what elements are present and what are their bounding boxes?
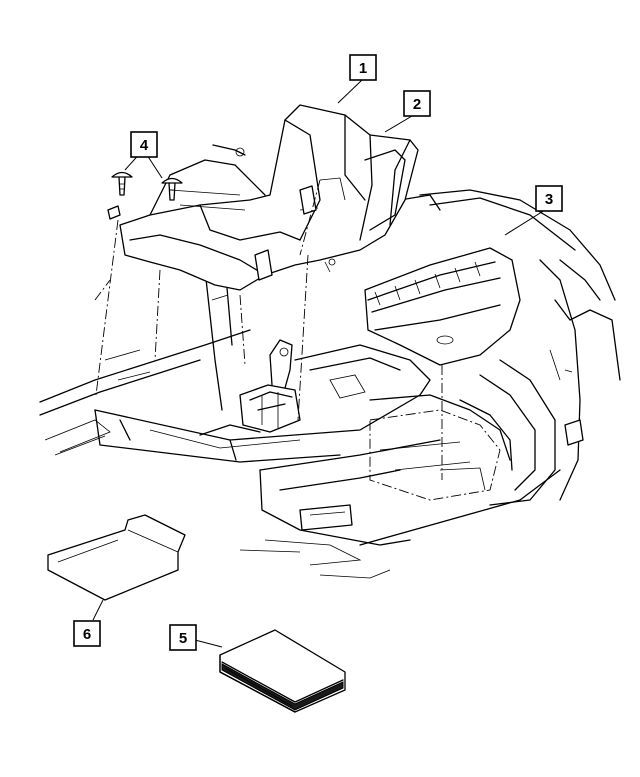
callout-3-label: 3 <box>545 191 553 208</box>
callout-4-label: 4 <box>140 137 149 154</box>
cargo-carpet <box>364 247 521 366</box>
callout-3: 3 <box>535 185 563 212</box>
push-pin-fasteners <box>107 171 183 220</box>
callout-2-label: 2 <box>413 96 421 113</box>
callout-6-label: 6 <box>83 626 91 643</box>
dash-dot-leaders <box>94 179 443 480</box>
callout-4: 4 <box>130 131 158 158</box>
callout-leaders <box>92 79 546 648</box>
push-pin-2 <box>161 177 183 201</box>
callout-1-label: 1 <box>359 60 367 77</box>
push-pin-1 <box>111 171 133 196</box>
callout-5: 5 <box>169 624 197 651</box>
callout-1: 1 <box>349 54 377 81</box>
callout-5-label: 5 <box>179 630 187 647</box>
insulation-pad <box>219 629 346 713</box>
callout-6: 6 <box>73 620 101 647</box>
rear-floor-carpet <box>119 104 419 291</box>
callout-2: 2 <box>403 90 431 117</box>
floor-mat <box>47 514 186 601</box>
